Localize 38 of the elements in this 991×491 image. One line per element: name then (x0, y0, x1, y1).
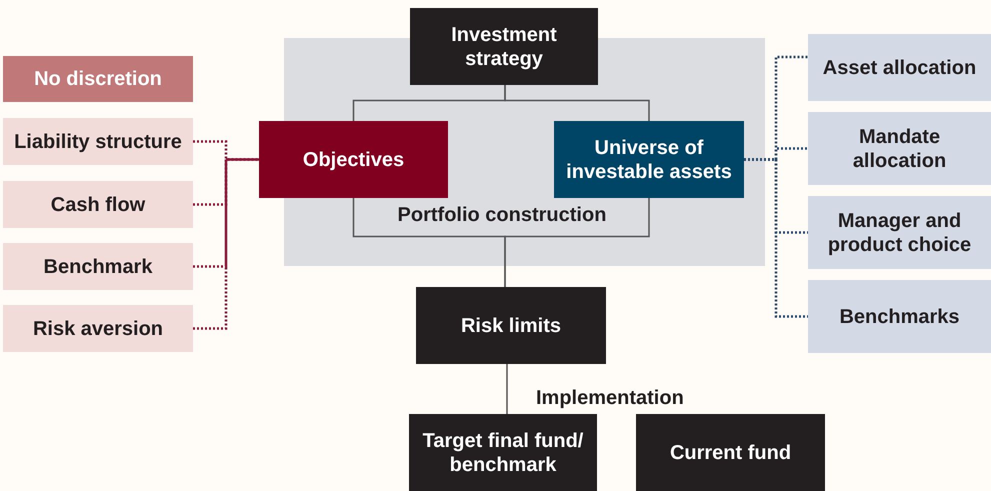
connector-line (504, 85, 650, 121)
stage-label: Portfolio construction (396, 203, 608, 227)
process-box (259, 121, 448, 198)
node-label: Manager and product choice (826, 208, 972, 256)
item-box (3, 305, 193, 352)
process-box (416, 287, 606, 364)
node-label: Target final fund/ benchmark (422, 428, 584, 476)
item-box (3, 118, 193, 165)
node-label: Mandate allocation (852, 124, 948, 172)
node-label: Risk limits (460, 314, 562, 338)
dotted-connector (744, 158, 808, 318)
node-label: No discretion (33, 67, 163, 91)
node-label: Cash flow (50, 192, 146, 216)
item-box (808, 280, 991, 353)
node-label: Risk aversion (32, 316, 164, 340)
node-label: Benchmarks (838, 304, 961, 328)
node-label: Current fund (668, 440, 792, 464)
node-label: Benchmark (42, 254, 154, 278)
stage-label: Implementation (536, 386, 684, 410)
node-label: Investment strategy (450, 22, 558, 70)
process-box (636, 414, 825, 491)
process-box (554, 121, 744, 198)
item-box (808, 196, 991, 269)
dotted-connector (193, 158, 259, 268)
node-label: Universe of investable assets (565, 136, 733, 184)
node-label: Liability structure (13, 130, 183, 154)
item-box (3, 181, 193, 228)
node-label: Asset allocation (822, 56, 978, 80)
connector-line (504, 198, 650, 287)
item-box (808, 112, 991, 185)
process-box (410, 8, 598, 85)
item-box (3, 243, 193, 290)
process-box (409, 414, 597, 491)
category-box (3, 56, 193, 102)
dotted-connector (193, 158, 259, 330)
connector-line (506, 364, 508, 414)
item-box (808, 34, 991, 101)
node-label: Objectives (302, 148, 406, 172)
